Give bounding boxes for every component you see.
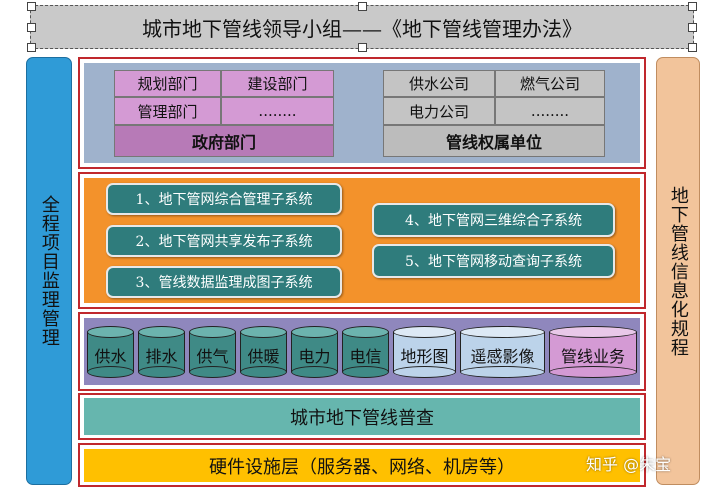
database-cylinder: 电力 [291, 326, 338, 378]
resize-handle-bottom-right[interactable] [688, 43, 697, 52]
census-label: 城市地下管线普查 [290, 407, 434, 429]
resize-handle-bottom-left[interactable] [27, 43, 36, 52]
database-label: 地形图 [400, 347, 449, 366]
hardware-layer: 硬件设施层（服务器、网络、机房等） [84, 449, 640, 482]
owners-label: 管线权属单位 [383, 125, 605, 157]
database-label: 供水 [94, 347, 127, 366]
resize-handle-left[interactable] [27, 23, 36, 32]
gov-cell: 管理部门 [114, 97, 221, 125]
resize-handle-top-right[interactable] [688, 2, 697, 11]
hardware-label: 硬件设施层（服务器、网络、机房等） [209, 456, 515, 478]
database-cylinder: 地形图 [393, 326, 456, 378]
resize-handle-top[interactable] [358, 2, 367, 11]
resize-handle-bottom[interactable] [358, 43, 367, 52]
subsystem-box: 2、地下管网共享发布子系统 [106, 225, 342, 257]
government-label: 政府部门 [114, 125, 334, 157]
left-column-supervision: 全程项目监理管理 [26, 57, 72, 485]
database-cylinder: 供水 [87, 326, 134, 378]
census-layer: 城市地下管线普查 [84, 398, 640, 435]
database-label: 排水 [145, 347, 178, 366]
database-label: 供暖 [247, 347, 280, 366]
subsystem-box: 5、地下管网移动查询子系统 [372, 244, 615, 278]
watermark: 知乎 @朱宝 [586, 455, 672, 474]
database-label: 遥感影像 [470, 347, 535, 366]
database-cylinder: 遥感影像 [460, 326, 545, 378]
gov-cell: 建设部门 [221, 70, 334, 97]
database-cylinder: 供暖 [240, 326, 287, 378]
owner-cell: ........ [495, 97, 605, 125]
database-cylinder: 供气 [189, 326, 236, 378]
gov-cell: 规划部门 [114, 70, 221, 97]
database-label: 电力 [298, 347, 331, 366]
title-text: 城市地下管线领导小组——《地下管线管理办法》 [142, 16, 582, 41]
right-column-standards: 地下管线信息化规程 [656, 57, 700, 485]
owner-cell: 供水公司 [383, 70, 495, 97]
subsystem-box: 4、地下管网三维综合子系统 [372, 203, 615, 237]
database-cylinder: 排水 [138, 326, 185, 378]
subsystem-box: 3、管线数据监理成图子系统 [106, 266, 342, 298]
database-label: 电信 [349, 347, 382, 366]
resize-handle-right[interactable] [688, 23, 697, 32]
owner-cell: 燃气公司 [495, 70, 605, 97]
database-cylinder: 管线业务 [549, 326, 637, 378]
owner-cell: 电力公司 [383, 97, 495, 125]
database-cylinder: 电信 [342, 326, 389, 378]
database-label: 供气 [196, 347, 229, 366]
database-label: 管线业务 [560, 347, 625, 366]
gov-cell: ........ [221, 97, 334, 125]
title-banner: 城市地下管线领导小组——《地下管线管理办法》 [27, 2, 697, 52]
left-column-label: 全程项目监理管理 [38, 195, 60, 347]
subsystem-box: 1、地下管网综合管理子系统 [106, 183, 342, 215]
right-column-label: 地下管线信息化规程 [667, 185, 689, 357]
resize-handle-top-left[interactable] [27, 2, 36, 11]
